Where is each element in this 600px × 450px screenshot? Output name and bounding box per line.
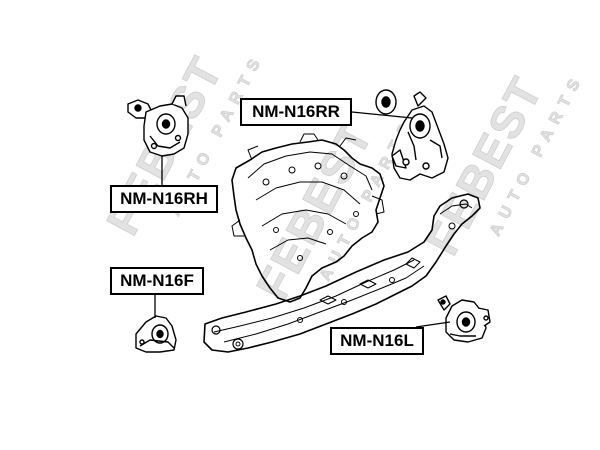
label-nm-n16rr: NM-N16RR: [240, 98, 352, 126]
label-nm-n16rh: NM-N16RH: [110, 185, 218, 213]
mount-rh-drawing: [127, 95, 189, 157]
mount-rr-drawing: [375, 89, 449, 181]
mount-l-drawing: [437, 295, 491, 343]
subframe-drawing: [203, 193, 481, 353]
engine-block-drawing: [231, 133, 385, 303]
label-nm-n16f: NM-N16F: [110, 267, 204, 295]
leader-line-rr: [351, 111, 413, 119]
label-nm-n16l: NM-N16L: [330, 327, 424, 355]
leader-line-l: [415, 321, 451, 328]
mount-f-drawing: [135, 315, 177, 353]
